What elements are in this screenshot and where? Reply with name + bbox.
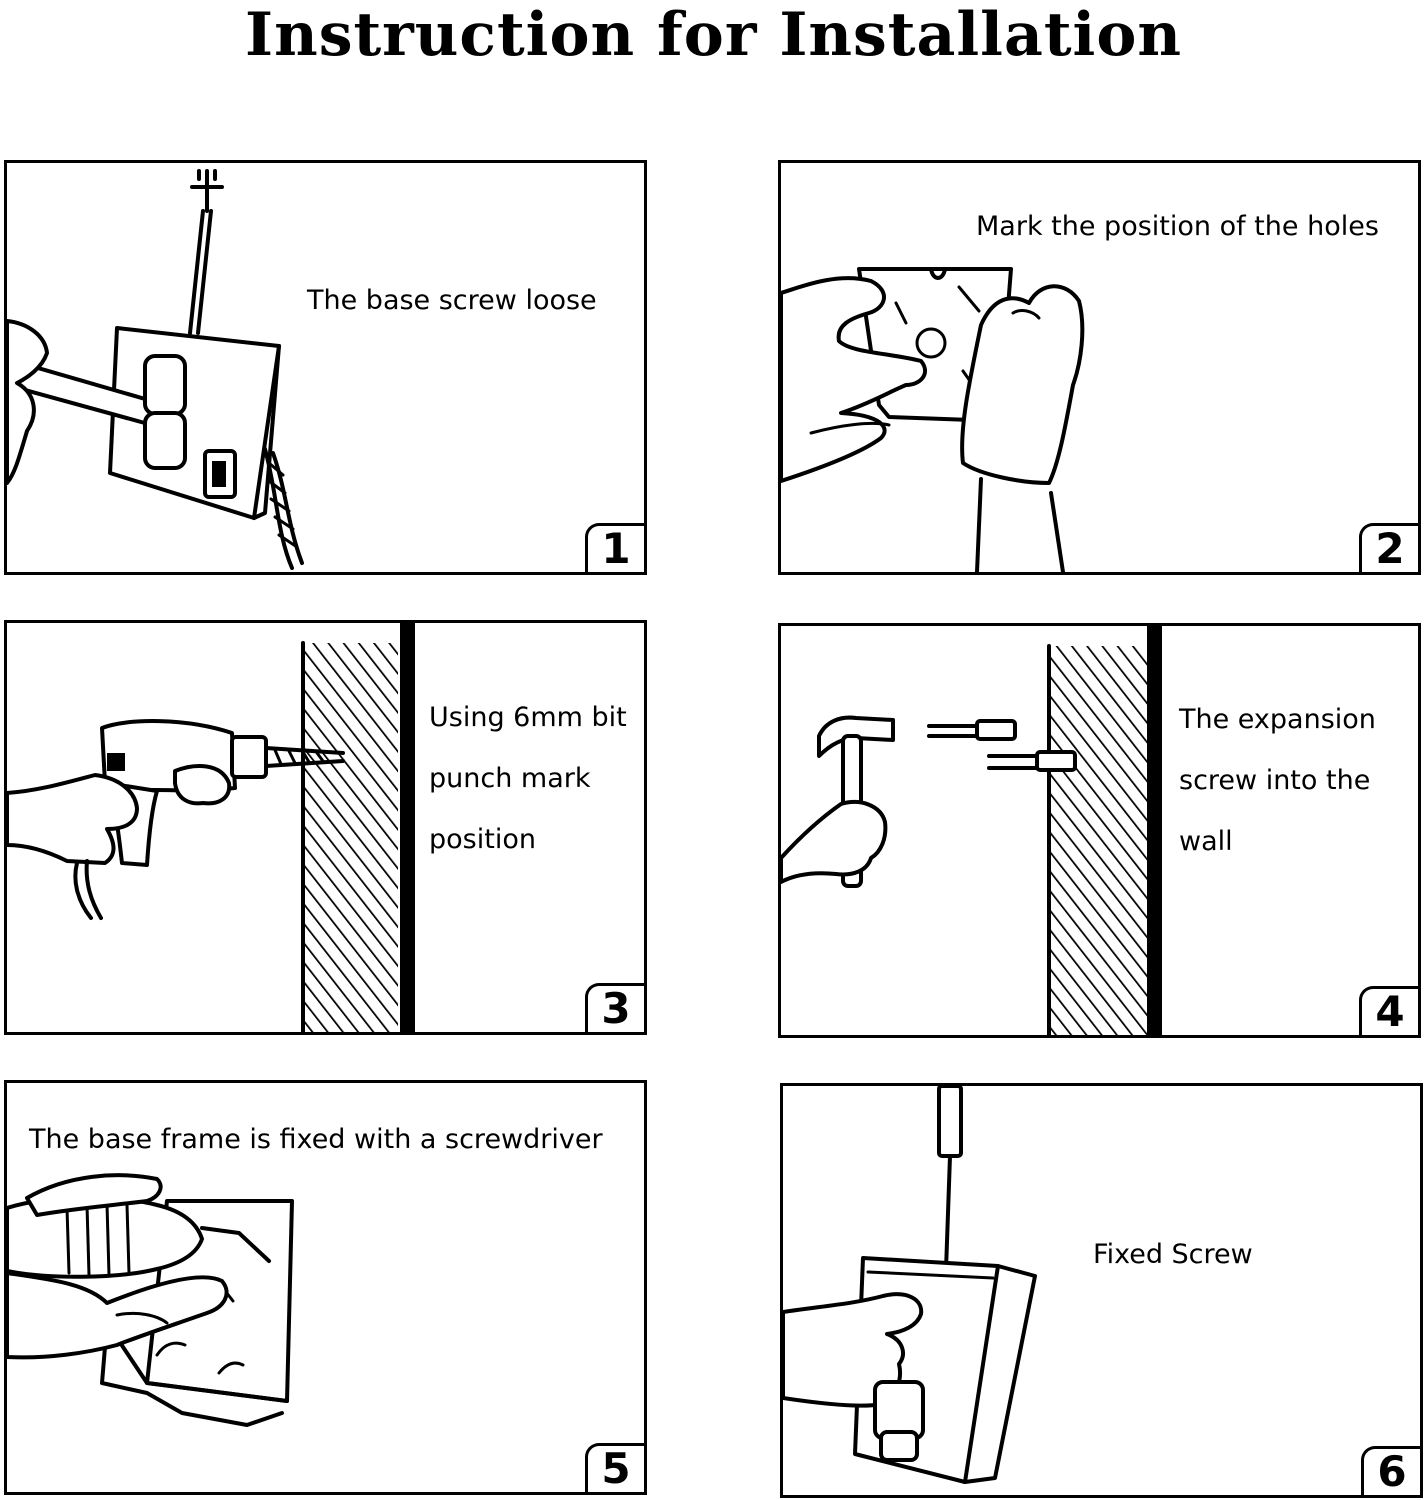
step-3-illustration: [7, 623, 415, 1032]
step-2-number: 2: [1359, 523, 1418, 572]
step-2-panel: Mark the position of the holes 2: [778, 160, 1421, 575]
step-6-caption: Fixed Screw: [1093, 1239, 1253, 1270]
step-6-number: 6: [1361, 1446, 1420, 1495]
step-2-caption: Mark the position of the holes: [976, 211, 1379, 242]
step-2-illustration: [781, 267, 1085, 572]
step-4-number: 4: [1359, 986, 1418, 1035]
step-5-number: 5: [585, 1443, 644, 1492]
step-3-number: 3: [585, 983, 644, 1032]
step-1-caption: The base screw loose: [307, 285, 597, 316]
step-1-panel: The base screw loose 1: [4, 160, 647, 575]
step-3-caption: Using 6mm bit punch mark position: [429, 702, 627, 855]
step-6-panel: Fixed Screw 6: [780, 1083, 1423, 1498]
step-1-number: 1: [585, 523, 644, 572]
step-4-panel: The expansion screw into the wall 4: [778, 623, 1421, 1038]
step-6-illustration: [783, 1086, 1037, 1484]
step-5-caption: The base frame is fixed with a screwdriv…: [29, 1124, 603, 1155]
step-4-caption: The expansion screw into the wall: [1179, 704, 1376, 857]
step-5-panel: The base frame is fixed with a screwdriv…: [4, 1080, 647, 1495]
step-3-panel: Using 6mm bit punch mark position 3: [4, 620, 647, 1035]
step-1-illustration: [7, 169, 304, 570]
page-title: Instruction for Installation: [245, 0, 1182, 70]
step-4-illustration: [781, 626, 1162, 1035]
step-5-illustration: [7, 1173, 294, 1427]
